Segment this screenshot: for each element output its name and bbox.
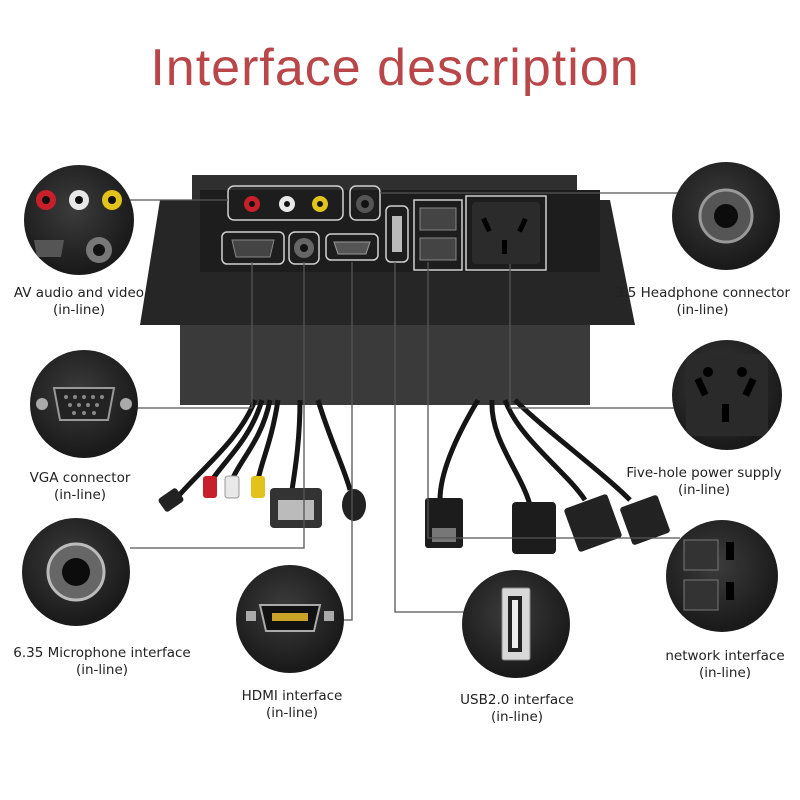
power-plug xyxy=(512,502,556,554)
usb-port xyxy=(392,216,402,252)
rj45-port-2 xyxy=(419,237,457,261)
power-socket xyxy=(472,202,540,264)
power-detail-image xyxy=(672,340,782,450)
vga-port xyxy=(231,239,275,258)
usb-detail-image xyxy=(462,570,570,678)
label-network: network interface(in-line) xyxy=(665,648,785,681)
label-headphone: 3.5 Headphone connector(in-line) xyxy=(614,285,791,318)
page-title: Interface description xyxy=(150,39,640,97)
hdmi-detail-image xyxy=(236,565,344,673)
label-usb: USB2.0 interface(in-line) xyxy=(460,692,574,725)
av-detail-image xyxy=(24,165,134,275)
rj45-port-1 xyxy=(419,207,457,231)
label-hdmi: HDMI interface(in-line) xyxy=(241,688,343,721)
label-av: AV audio and video(in-line) xyxy=(13,285,145,318)
headphone-detail-image xyxy=(672,162,780,270)
hdmi-port xyxy=(333,241,371,255)
label-vga: VGA connector(in-line) xyxy=(29,470,131,503)
vga-detail-image xyxy=(30,350,138,458)
cables xyxy=(173,398,632,506)
mic-detail-image xyxy=(22,518,130,626)
label-power: Five-hole power supply(in-line) xyxy=(626,465,782,498)
av-group-outline xyxy=(227,185,344,221)
network-detail-image xyxy=(666,520,778,632)
leader-lines xyxy=(130,192,680,621)
label-mic: 6.35 Microphone interface(in-line) xyxy=(13,645,191,678)
